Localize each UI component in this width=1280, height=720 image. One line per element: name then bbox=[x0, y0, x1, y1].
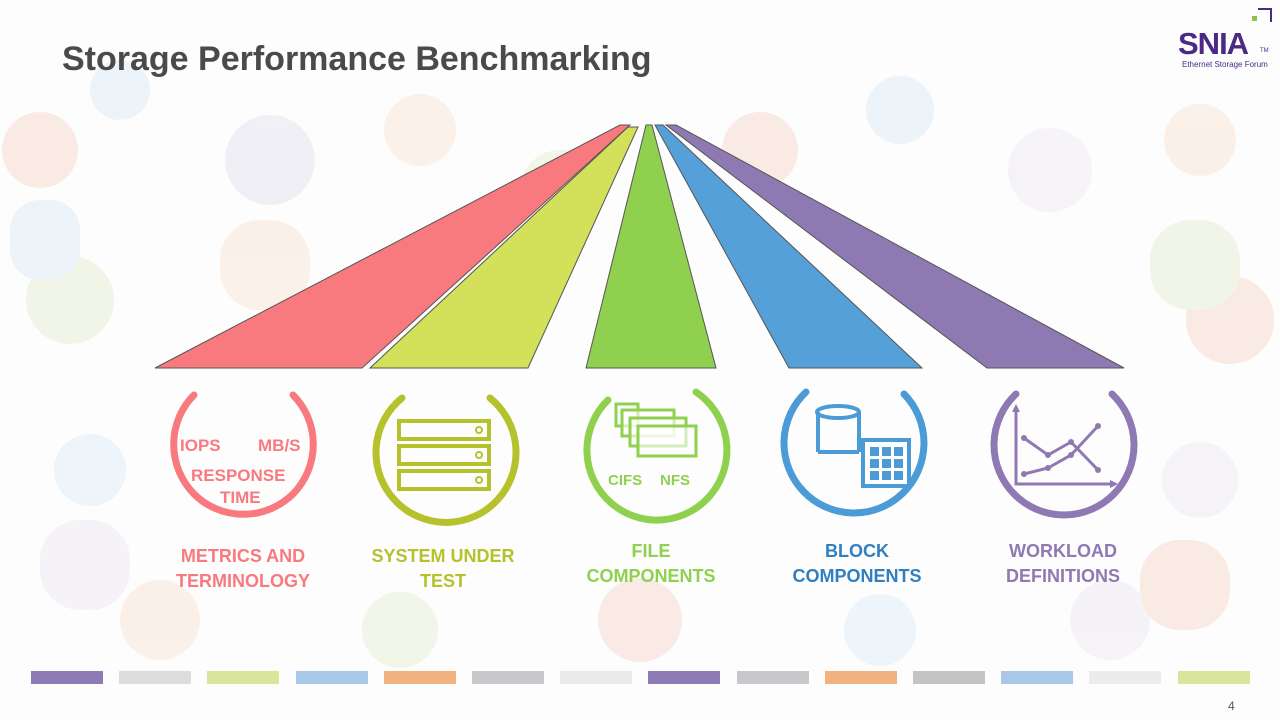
footer-strip-segment bbox=[1001, 671, 1074, 684]
footer-strip-segment bbox=[824, 671, 897, 684]
page-number: 4 bbox=[1228, 699, 1235, 713]
metrics-badge: IOPS MB/S RESPONSE TIME bbox=[138, 380, 348, 530]
footer-strip-segment bbox=[295, 671, 368, 684]
metrics-ring-icon bbox=[170, 391, 317, 518]
footer-strip-segment bbox=[31, 671, 103, 684]
nfs-label: NFS bbox=[660, 472, 690, 489]
footer-strip-segment bbox=[207, 671, 280, 684]
footer-strip-segment bbox=[736, 671, 809, 684]
ray-workload bbox=[664, 124, 1125, 369]
file-windows-icon bbox=[583, 388, 731, 524]
workload-caption: WORKLOAD DEFINITIONS bbox=[958, 539, 1168, 589]
ray-system bbox=[368, 126, 639, 369]
block-caption-line1: BLOCK bbox=[825, 541, 889, 561]
file-caption: FILE COMPONENTS bbox=[546, 539, 756, 589]
server-stack-icon bbox=[372, 394, 520, 526]
footer-strip-segment bbox=[383, 671, 456, 684]
workload-badge bbox=[958, 380, 1168, 530]
footer-strip-segment bbox=[119, 671, 192, 684]
logo-dot bbox=[1252, 16, 1257, 21]
block-caption: BLOCK COMPONENTS bbox=[752, 539, 962, 589]
ray-block bbox=[654, 124, 924, 369]
metrics-caption-line2: TERMINOLOGY bbox=[176, 571, 310, 591]
metrics-caption: METRICS AND TERMINOLOGY bbox=[138, 544, 348, 594]
block-badge bbox=[752, 380, 962, 530]
system-caption-line1: SYSTEM UNDER bbox=[371, 546, 515, 566]
file-caption-line1: FILE bbox=[631, 541, 671, 561]
system-caption-line2: TEST bbox=[419, 571, 466, 591]
logo-wordmark: SNIA bbox=[1178, 26, 1249, 61]
block-caption-line2: COMPONENTS bbox=[792, 566, 922, 586]
file-caption-line2: COMPONENTS bbox=[586, 566, 716, 586]
metrics-caption-line1: METRICS AND bbox=[180, 546, 306, 566]
ray-file bbox=[585, 124, 717, 369]
slide-title: Storage Performance Benchmarking bbox=[62, 40, 652, 78]
footer-strip-segment bbox=[1177, 671, 1250, 684]
cifs-label: CIFS bbox=[608, 472, 643, 489]
logo-corner-mark bbox=[1258, 8, 1272, 22]
footer-strip-segment bbox=[472, 671, 544, 684]
footer-color-strip bbox=[31, 671, 1251, 684]
snia-logo: SNIA TM Ethernet Storage Forum bbox=[1176, 6, 1276, 72]
logo-subtitle: Ethernet Storage Forum bbox=[1182, 60, 1268, 69]
metric-mbs-label: MB/S bbox=[258, 436, 301, 455]
file-badge: CIFS NFS bbox=[546, 380, 756, 530]
ray-metrics bbox=[154, 124, 632, 369]
metric-time-label: TIME bbox=[220, 488, 261, 507]
fan-rays-diagram bbox=[154, 124, 1125, 369]
workload-caption-line2: DEFINITIONS bbox=[1005, 566, 1120, 586]
logo-trademark: TM bbox=[1260, 48, 1269, 54]
footer-strip-segment bbox=[1089, 671, 1162, 684]
footer-strip-segment bbox=[560, 671, 633, 684]
metric-response-label: RESPONSE bbox=[191, 466, 286, 485]
system-badge bbox=[338, 380, 548, 530]
footer-strip-segment bbox=[913, 671, 985, 684]
workload-caption-line1: WORKLOAD bbox=[1009, 541, 1117, 561]
footer-strip-segment bbox=[648, 671, 721, 684]
database-block-icon bbox=[780, 388, 928, 517]
line-chart-icon bbox=[990, 390, 1138, 519]
system-caption: SYSTEM UNDER TEST bbox=[338, 544, 548, 594]
metric-iops-label: IOPS bbox=[180, 436, 221, 455]
